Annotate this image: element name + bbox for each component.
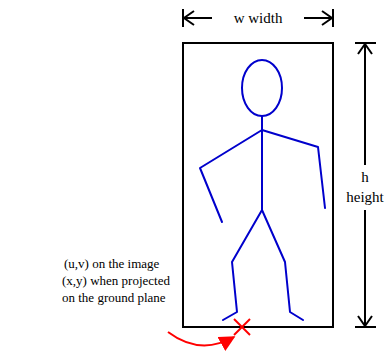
height-label: height: [346, 190, 384, 205]
stick-figure: [200, 60, 325, 320]
width-label: w width: [234, 11, 283, 26]
width-dimension: [183, 9, 333, 27]
annotation-line: (u,v) on the image: [64, 257, 159, 270]
height-dimension: [355, 43, 376, 327]
annotation-line: (x,y) when projected: [62, 274, 170, 287]
pointer-arrow: [168, 332, 234, 345]
ground-point-marker: [234, 319, 250, 335]
height-symbol: h: [361, 170, 369, 185]
bounding-box: [183, 43, 333, 327]
annotation-line: on the ground plane: [62, 291, 166, 304]
